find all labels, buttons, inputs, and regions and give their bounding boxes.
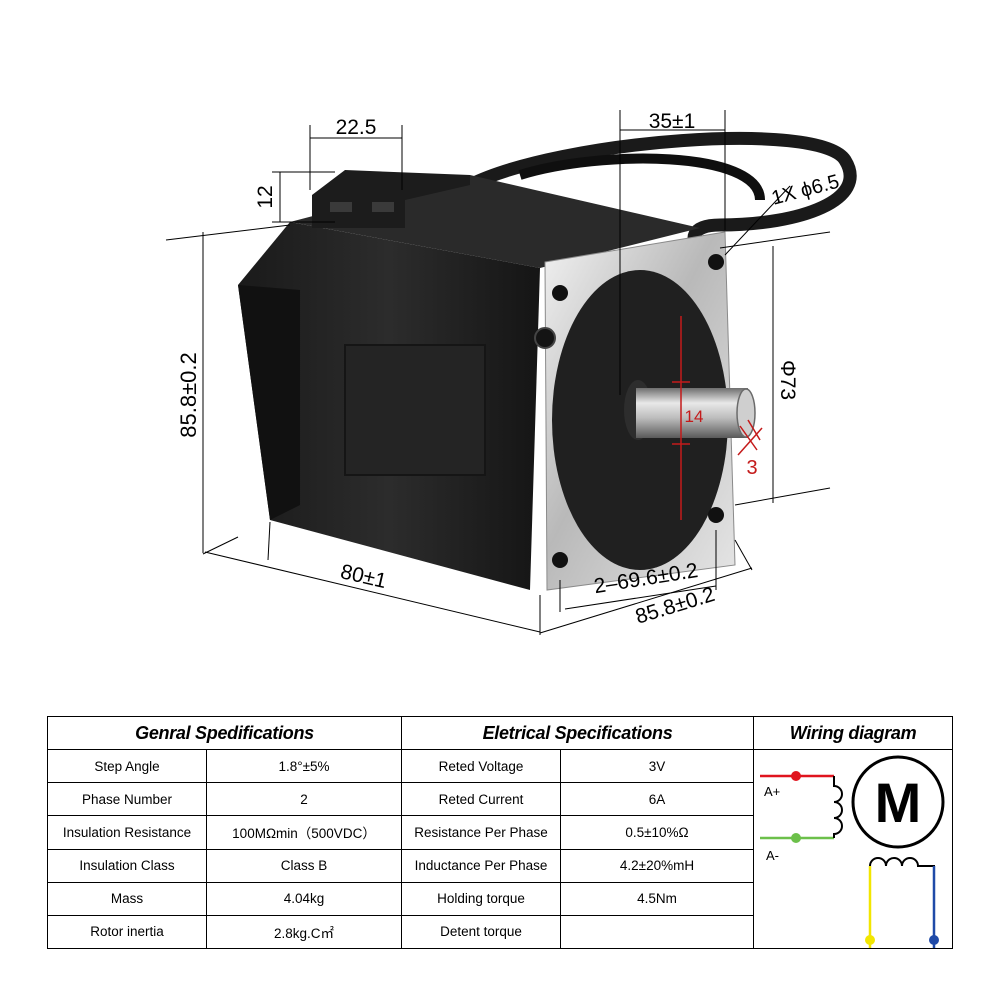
table-row: Step Angle 1.8°±5% Reted Voltage 3V M [47, 749, 954, 949]
shaft-length-label: 35±1 [649, 110, 696, 133]
phase-a-coil [833, 776, 843, 839]
general-label: Rotor inertia [47, 914, 207, 950]
mount-hole-tr [708, 254, 724, 270]
table-row: Rotor inertia 2.8kg.C㎡ Detent torque [47, 914, 953, 950]
electrical-label: Detent torque [401, 914, 561, 950]
wiring-diagram: M A+ A- B+ B- [753, 749, 954, 949]
electrical-label: Reted Voltage [401, 749, 561, 784]
electrical-label: Reted Current [401, 782, 561, 817]
electrical-value [559, 914, 755, 950]
general-value: 100MΩmin（500VDC） [206, 815, 402, 850]
connector-width-label: 22.5 [336, 116, 377, 139]
electrical-value: 4.2±20%mH [559, 848, 755, 883]
wiring-diagram-svg: M A+ A- B+ B- [760, 755, 945, 948]
pilot-diameter-label: Φ73 [776, 360, 799, 400]
a-plus-dot [791, 771, 802, 782]
spec-table: Genral Spedifications Eletrical Specific… [47, 715, 954, 950]
a-minus-label: A- [766, 848, 779, 863]
electrical-value: 0.5±10%Ω [559, 815, 755, 850]
electrical-label: Holding torque [401, 881, 561, 916]
electrical-label: Inductance Per Phase [401, 848, 561, 883]
table-header-row: Genral Spedifications Eletrical Specific… [47, 715, 954, 751]
electrical-value: 3V [559, 749, 755, 784]
general-label: Insulation Class [47, 848, 207, 883]
electrical-value: 6A [559, 782, 755, 817]
mount-hole-tl [552, 285, 568, 301]
motor-circle [851, 755, 945, 849]
electrical-label: Resistance Per Phase [401, 815, 561, 850]
general-value: 1.8°±5% [206, 749, 402, 784]
general-label: Step Angle [47, 749, 207, 784]
motor-body-shadow [238, 285, 300, 520]
connector-pin-2 [372, 202, 394, 212]
motor-symbol: M [875, 771, 922, 834]
general-value: 2 [206, 782, 402, 817]
b-plus-dot [865, 935, 876, 946]
general-value: 2.8kg.C㎡ [206, 914, 402, 950]
connector-block [312, 170, 470, 228]
red-dimension-lines [672, 316, 763, 520]
body-height-label: 85.8±0.2 [176, 352, 201, 437]
a-minus-dot [791, 833, 802, 844]
general-label: Mass [47, 881, 207, 916]
general-spec-title: Genral Spedifications [47, 715, 402, 751]
table-row: Insulation Class Class B Inductance Per … [47, 848, 953, 883]
flat-depth-label: 3 [746, 457, 757, 479]
connector-pin-1 [330, 202, 352, 212]
shaft-tip [736, 388, 756, 438]
motor-cable [463, 131, 857, 257]
a-plus-label: A+ [764, 784, 780, 799]
mount-hole-br [708, 507, 724, 523]
b-minus-dot [929, 935, 940, 946]
motor-body-plate [344, 344, 486, 476]
motor-dimension-drawing: 22.5 12 35±1 1X ϕ6.5 Φ73 85.8±0.2 14 3 8… [165, 110, 857, 635]
general-label: Phase Number [47, 782, 207, 817]
electrical-value: 4.5Nm [559, 881, 755, 916]
side-screw [534, 327, 556, 349]
motor-cable-back [518, 153, 765, 201]
general-value: 4.04kg [206, 881, 402, 916]
shaft-diameter-label: 14 [685, 407, 704, 426]
body-length-label: 80±1 [338, 560, 389, 593]
general-label: Insulation Resistance [47, 815, 207, 850]
connector-height-label: 12 [254, 185, 277, 208]
dimension-lines [165, 110, 831, 635]
wiring-diagram-title: Wiring diagram [753, 715, 954, 751]
phase-b-coil [869, 857, 936, 903]
table-row: Insulation Resistance 100MΩmin（500VDC） R… [47, 815, 953, 850]
motor-shaft [636, 388, 748, 438]
general-value: Class B [206, 848, 402, 883]
mount-hole-bl [552, 552, 568, 568]
electrical-spec-title: Eletrical Specifications [400, 715, 755, 751]
table-row: Phase Number 2 Reted Current 6A [47, 782, 953, 817]
